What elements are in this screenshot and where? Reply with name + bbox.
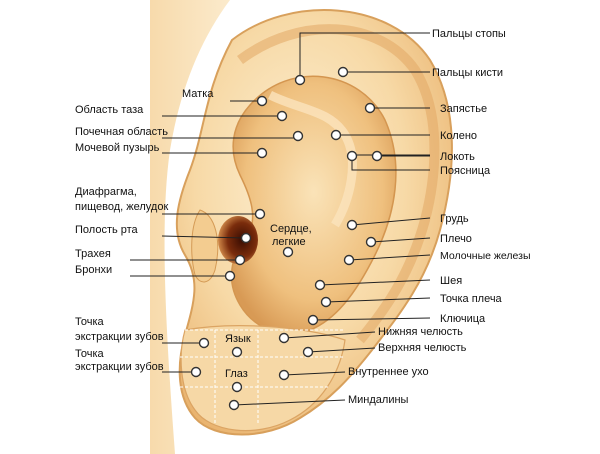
label-heart-1: Сердце,: [270, 223, 312, 235]
point-lower-jaw[interactable]: [278, 332, 290, 344]
point-wrist[interactable]: [364, 102, 376, 114]
point-clavicle[interactable]: [307, 314, 319, 326]
point-kidney[interactable]: [292, 130, 304, 142]
lobe-grid: [180, 329, 345, 425]
point-pelvis[interactable]: [276, 110, 288, 122]
label-lumbar: Поясница: [440, 165, 491, 177]
point-bronchi[interactable]: [224, 270, 236, 282]
point-inner-ear[interactable]: [278, 369, 290, 381]
point-eye[interactable]: [231, 381, 243, 393]
label-clavicle: Ключица: [440, 313, 486, 325]
label-trachea: Трахея: [75, 248, 111, 260]
label-shoulder: Плечо: [440, 233, 472, 245]
ear-concha: [230, 75, 397, 335]
label-tooth1-1: Точка: [75, 316, 105, 328]
point-upper-jaw[interactable]: [302, 346, 314, 358]
point-bladder[interactable]: [256, 147, 268, 159]
point-trachea[interactable]: [234, 254, 246, 266]
label-neck: Шея: [440, 275, 462, 287]
point-mammary[interactable]: [343, 254, 355, 266]
label-tooth2-2: экстракции зубов: [75, 361, 164, 373]
label-tongue: Язык: [225, 333, 251, 345]
tragus: [191, 209, 219, 283]
point-chest[interactable]: [346, 219, 358, 231]
point-tooth-2[interactable]: [190, 366, 202, 378]
label-lower-jaw: Нижняя челюсть: [378, 326, 463, 338]
label-kidney: Почечная область: [75, 126, 168, 138]
label-bronchi: Бронхи: [75, 264, 112, 276]
point-fingers[interactable]: [337, 66, 349, 78]
label-fingers: Пальцы кисти: [432, 67, 503, 79]
label-bladder: Мочевой пузырь: [75, 142, 160, 154]
label-upper-jaw: Верхняя челюсть: [378, 342, 467, 354]
label-shoulder-point: Точка плеча: [440, 293, 503, 305]
label-wrist: Запястье: [440, 103, 487, 115]
point-tonsils[interactable]: [228, 399, 240, 411]
point-shoulder-point[interactable]: [320, 296, 332, 308]
label-diaphragm-1: Диафрагма,: [75, 186, 137, 198]
helix-shadow: [237, 24, 440, 344]
label-mouth: Полость рта: [75, 224, 139, 236]
point-tongue[interactable]: [231, 346, 243, 358]
point-tooth-1[interactable]: [198, 337, 210, 349]
label-inner-ear: Внутреннее ухо: [348, 366, 429, 378]
label-toes: Пальцы стопы: [432, 28, 506, 40]
point-shoulder[interactable]: [365, 236, 377, 248]
leader-lines: [130, 32, 431, 406]
label-chest: Грудь: [440, 213, 469, 225]
point-neck[interactable]: [314, 279, 326, 291]
point-uterus[interactable]: [256, 95, 268, 107]
label-knee: Колено: [440, 130, 477, 142]
label-pelvis: Область таза: [75, 104, 144, 116]
label-eye: Глаз: [225, 368, 248, 380]
point-knee[interactable]: [330, 129, 342, 141]
label-uterus: Матка: [182, 88, 214, 100]
label-tooth1-2: экстракции зубов: [75, 331, 164, 343]
labels: Пальцы стопы Пальцы кисти Запястье Колен…: [75, 28, 531, 406]
label-mammary: Молочные железы: [440, 250, 531, 262]
point-lumbar[interactable]: [346, 150, 358, 162]
label-elbow: Локоть: [440, 151, 475, 163]
ear-canal: [218, 216, 258, 264]
point-mouth[interactable]: [240, 232, 252, 244]
label-tonsils: Миндалины: [348, 394, 409, 406]
point-diaphragm[interactable]: [254, 208, 266, 220]
face-skin: [150, 0, 230, 454]
point-toes[interactable]: [294, 74, 306, 86]
acupoints: [190, 66, 383, 411]
label-heart-2: легкие: [272, 236, 306, 248]
label-tooth2-1: Точка: [75, 348, 105, 360]
point-elbow[interactable]: [371, 150, 383, 162]
point-heart[interactable]: [282, 246, 294, 258]
label-diaphragm-2: пищевод, желудок: [75, 201, 168, 213]
